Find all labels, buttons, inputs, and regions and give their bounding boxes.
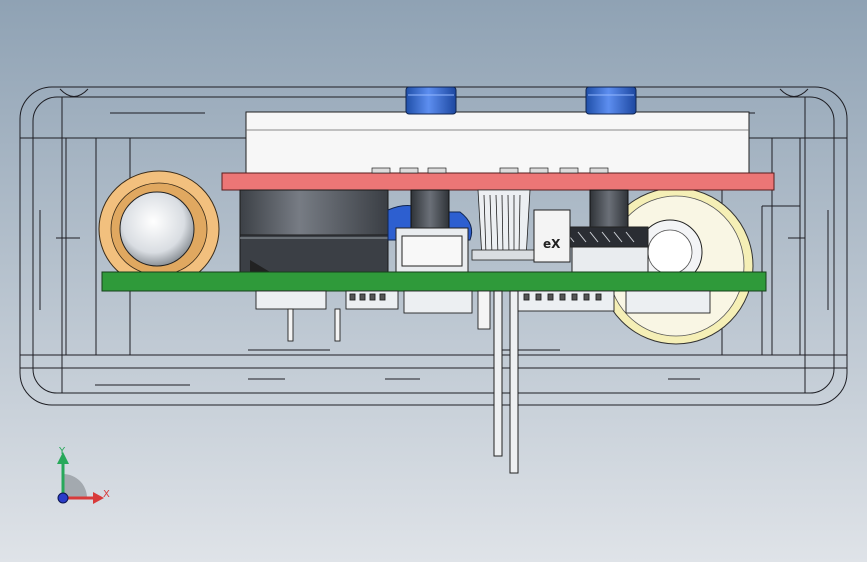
z-axis-dot: [57, 492, 69, 504]
bottom-components: [255, 290, 711, 342]
triad-arc: [63, 474, 87, 498]
y-axis-label: Y: [58, 446, 66, 457]
tact-switches: [395, 226, 649, 275]
x-axis-arrowhead: [93, 492, 104, 504]
top-knobs: [405, 86, 637, 115]
left-button-cap: [98, 170, 220, 288]
pcb-green: [101, 271, 767, 292]
capacitor-cylinder: [239, 189, 389, 273]
pcb-red: [221, 172, 775, 191]
knob-left: [405, 86, 457, 115]
y-axis-arrowhead: [57, 452, 69, 464]
display-module: [245, 111, 750, 175]
coordinate-triad: Y X: [57, 446, 110, 504]
ball-bearing: [119, 191, 195, 267]
x-axis-label: X: [103, 489, 110, 500]
long-pins: [493, 290, 519, 474]
header-pins-top: [371, 167, 609, 174]
heatsink: [471, 189, 537, 261]
knob-right: [585, 86, 637, 115]
chip-label: eX: [543, 237, 561, 251]
chip: eX: [533, 209, 571, 263]
